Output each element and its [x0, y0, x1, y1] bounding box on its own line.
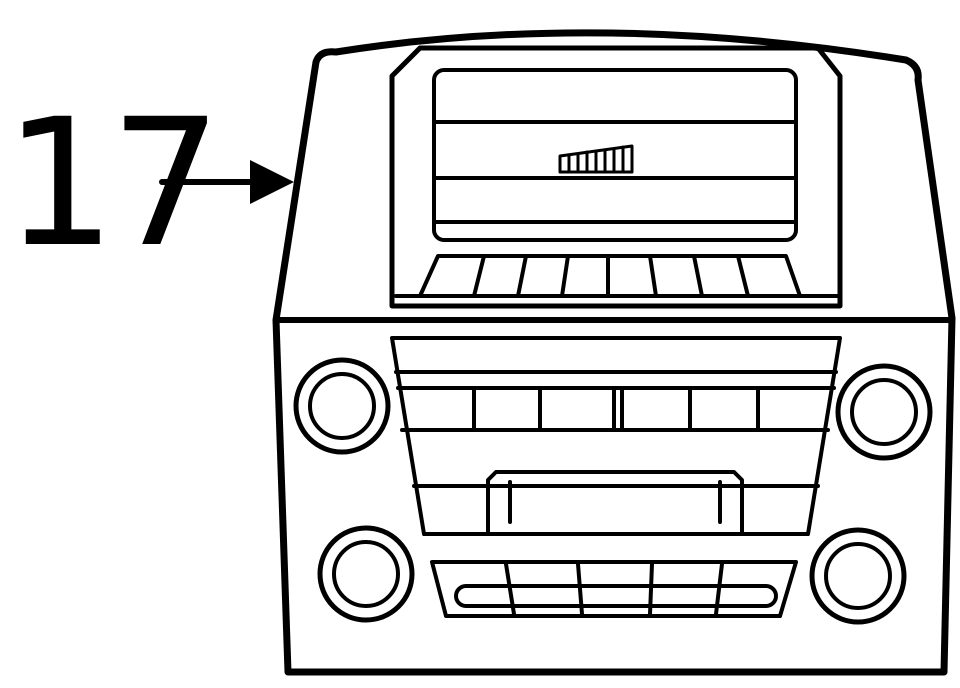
arrow-right-icon [159, 160, 294, 204]
signal-bars-icon [558, 144, 634, 174]
bottom-button-row [430, 560, 798, 618]
disc-slot [486, 470, 744, 534]
preset-button-strip [394, 254, 840, 298]
knob-icon [835, 363, 933, 461]
knob-icon [317, 525, 415, 623]
screen-bezel [389, 45, 843, 309]
housing-outline [272, 29, 956, 676]
knob-icon [809, 527, 907, 625]
control-panel [390, 336, 842, 536]
display-window [432, 68, 798, 242]
knob-icon [293, 357, 391, 455]
